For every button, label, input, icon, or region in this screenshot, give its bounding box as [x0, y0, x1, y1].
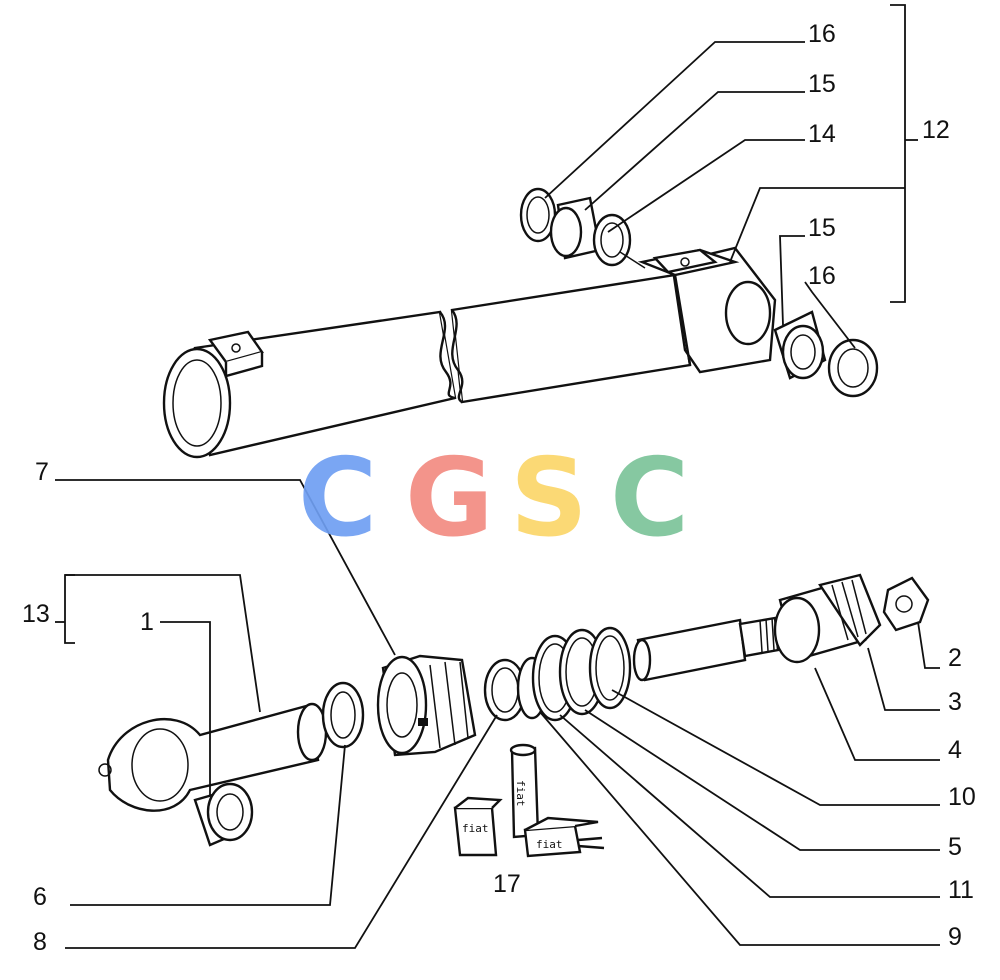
seal-rings [483, 626, 632, 722]
callout-13: 13 [22, 600, 50, 628]
callout-10: 10 [948, 783, 976, 811]
tool-stamp: fiat [514, 780, 527, 807]
callout-15-right: 15 [808, 214, 836, 242]
rod-bushing [193, 782, 254, 847]
watermark: C G S C [298, 436, 689, 561]
cylinder-barrel [162, 246, 777, 459]
tool-kit: fiat fiat fiat [453, 743, 605, 858]
watermark-letter: S [510, 436, 588, 561]
callout-labels: 16 15 14 12 15 16 7 13 1 2 3 4 10 5 11 9… [22, 20, 976, 956]
callout-17: 17 [493, 870, 521, 898]
callout-14: 14 [808, 120, 836, 148]
callout-7: 7 [35, 458, 49, 486]
watermark-letter: C [610, 436, 689, 561]
callout-15-top: 15 [808, 70, 836, 98]
piston-assembly [632, 573, 930, 682]
callout-6: 6 [33, 883, 47, 911]
upper-bushing-set [519, 187, 646, 269]
callout-3: 3 [948, 688, 962, 716]
piston-rod-eye [98, 702, 328, 812]
cylinder-head [376, 654, 477, 757]
tool-stamp-2: fiat [462, 822, 489, 835]
callout-2: 2 [948, 644, 962, 672]
callout-11: 11 [948, 876, 974, 904]
callout-16-right: 16 [808, 262, 836, 290]
callout-1: 1 [140, 608, 154, 636]
callout-9: 9 [948, 923, 962, 951]
callout-16-top: 16 [808, 20, 836, 48]
tool-stamp-3: fiat [536, 838, 563, 851]
right-bushing-set [773, 310, 879, 398]
watermark-letter: G [405, 436, 494, 561]
callout-5: 5 [948, 833, 962, 861]
callout-12: 12 [922, 116, 950, 144]
leader-lines [55, 4, 940, 949]
watermark-letter: C [298, 436, 377, 561]
wiper-seal [321, 681, 365, 749]
callout-4: 4 [948, 736, 962, 764]
callout-8: 8 [33, 928, 47, 956]
